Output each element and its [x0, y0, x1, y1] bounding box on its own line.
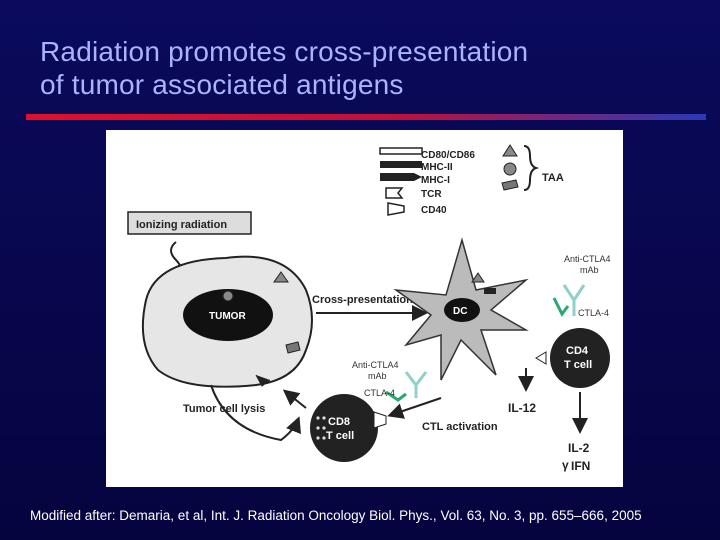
- mhc2-symbol: [380, 161, 422, 168]
- ctla4-bottom-label: CTLA-4: [364, 388, 395, 398]
- cd80-symbol: [379, 147, 423, 155]
- cross-presentation-label: Cross-presentation: [312, 294, 413, 306]
- anti-ctla4-bottom-line2: mAb: [368, 371, 387, 381]
- dc-mhc-icon: [484, 288, 496, 294]
- legend-cd40: CD40: [421, 205, 447, 216]
- taa-brace: [523, 145, 540, 191]
- legend-tcr: TCR: [421, 189, 442, 200]
- ctl-activation-label: CTL activation: [422, 421, 498, 433]
- il12-label: IL-12: [508, 401, 536, 415]
- legend-mhc1: MHC-I: [421, 175, 450, 186]
- tumor-antigen-icon: [222, 290, 234, 302]
- ionizing-radiation-label: Ionizing radiation: [136, 219, 227, 231]
- cd40-symbol: [387, 202, 405, 216]
- cd4-label-line2: T cell: [564, 359, 592, 371]
- immunology-diagram: CD80/CD86 MHC-II MHC-I TCR CD40 TAA Ioni…: [106, 130, 623, 487]
- feedback-arrow: [210, 384, 301, 442]
- antibody-bottom-icon: [404, 371, 428, 398]
- legend-mhc2: MHC-II: [421, 162, 453, 173]
- tcr-symbol: [385, 187, 404, 199]
- cd8-receptor: [373, 411, 387, 429]
- title-divider: [26, 114, 706, 120]
- lysis-arrow: [282, 389, 307, 409]
- ctla4-top-label: CTLA-4: [578, 308, 609, 318]
- anti-ctla4-top-line1: Anti-CTLA4: [564, 254, 611, 264]
- tumor-label: TUMOR: [209, 311, 246, 322]
- cd8-t-cell: [310, 394, 378, 462]
- anti-ctla4-top-line2: mAb: [580, 265, 599, 275]
- cd8-label-line2: T cell: [326, 430, 354, 442]
- taa-diamond-icon: [501, 179, 519, 191]
- dc-label: DC: [453, 306, 467, 317]
- cd8-granules: [316, 416, 326, 440]
- slide-title-line-2: of tumor associated antigens: [40, 69, 404, 100]
- ifn-label: IFN: [571, 459, 590, 473]
- cd4-receptor: [535, 351, 547, 365]
- mhc1-symbol: [380, 173, 422, 181]
- ifn-gamma-symbol: γ: [562, 458, 569, 472]
- tumor-nucleus: [183, 289, 273, 341]
- antibody-top-icon: [562, 284, 586, 316]
- legend-taa: TAA: [542, 172, 564, 184]
- anti-ctla4-bottom-line1: Anti-CTLA4: [352, 360, 399, 370]
- tumor-receptor: [255, 374, 271, 387]
- taa-triangle-icon: [502, 144, 518, 157]
- il2-label: IL-2: [568, 441, 590, 455]
- slide-title-line-1: Radiation promotes cross-presentation: [40, 36, 529, 67]
- cd4-t-cell: [550, 328, 610, 388]
- dc-triangle-icon: [471, 272, 485, 283]
- ctla4-top-icon: [552, 297, 570, 317]
- tumor-triangle-icon: [273, 271, 289, 283]
- dc-nucleus: [444, 298, 480, 322]
- taa-circle-icon: [503, 162, 517, 176]
- legend-cd80: CD80/CD86: [421, 150, 475, 161]
- ctl-activation-arrow: [387, 397, 442, 419]
- cd8-label-line1: CD8: [328, 416, 350, 428]
- cd4-label-line1: CD4: [566, 345, 589, 357]
- tumor-diamond-icon: [285, 341, 301, 354]
- ionizing-radiation-box: [127, 211, 252, 235]
- citation: Modified after: Demaria, et al, Int. J. …: [30, 508, 642, 523]
- ctla4-bottom-icon: [385, 390, 407, 402]
- legend: CD80/CD86 MHC-II MHC-I TCR CD40 TAA: [379, 144, 564, 216]
